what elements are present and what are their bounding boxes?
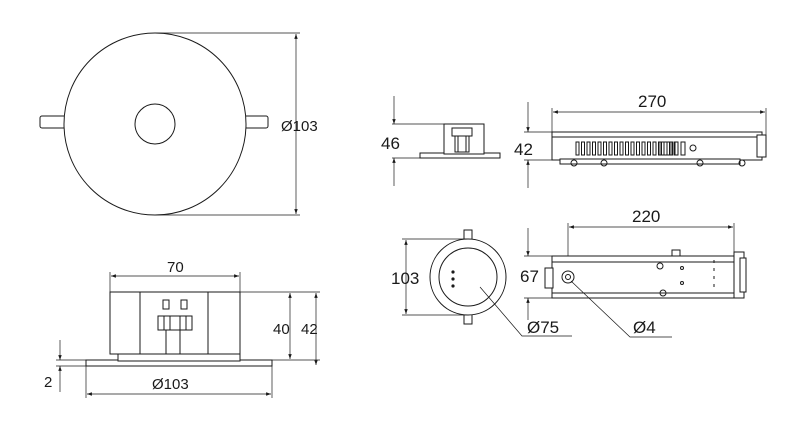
dim-cutout-diameter: Ø75: [527, 318, 559, 337]
base-plate-view: 220 67 Ø4: [520, 207, 747, 338]
small-side-view: 46: [381, 96, 501, 186]
front-housing: [109, 291, 241, 355]
vent-slot: [673, 141, 679, 156]
dim-front-inner-height: 40: [273, 321, 290, 338]
cutout-circle: [438, 247, 498, 307]
vent-slot: [652, 141, 657, 156]
vent-slot: [614, 141, 618, 156]
dim-top-diameter: Ø103: [281, 118, 318, 135]
vent-slot: [625, 141, 629, 156]
leader-hole: [570, 280, 672, 338]
dim-hole-diameter: Ø4: [633, 318, 656, 337]
housing-block: [443, 123, 485, 155]
vent-slot: [647, 141, 651, 156]
dim-flange-thickness: 2: [44, 374, 52, 391]
long-housing: [551, 131, 763, 161]
vent-slot: [636, 141, 640, 156]
dim-front-outer-height: 42: [301, 321, 318, 338]
dim-long-height: 42: [514, 140, 533, 159]
dim-base-height: 67: [520, 267, 539, 286]
dim-long-length: 270: [638, 92, 666, 111]
round-bottom-view: 103 Ø75: [391, 229, 572, 337]
dim-small-height: 46: [381, 134, 400, 153]
top-round-view: Ø103: [39, 32, 318, 216]
vent-slots: [575, 141, 686, 156]
vent-slot: [641, 141, 646, 156]
center-lens: [134, 103, 176, 145]
mount-hole: [561, 270, 575, 284]
vent-slot: [592, 141, 596, 156]
dim-flange-diameter: Ø103: [152, 376, 189, 393]
body-outline: [63, 32, 247, 216]
vent-slot: [597, 141, 602, 156]
front-view: 70 40 42 2 Ø103: [44, 259, 320, 398]
vent-slot: [680, 141, 686, 156]
vent-slot: [586, 141, 591, 156]
vent-slot: [575, 141, 580, 156]
vent-slot: [659, 141, 665, 156]
vent-slot: [608, 141, 613, 156]
vent-slot: [630, 141, 635, 156]
leader-cutout: [479, 286, 572, 337]
base-body: [551, 255, 735, 299]
dim-round-diameter: 103: [391, 269, 419, 288]
vent-slot: [603, 141, 607, 156]
dim-base-length: 220: [632, 207, 660, 226]
screw-head: [689, 144, 697, 152]
vent-slot: [581, 141, 585, 156]
vent-slot: [666, 141, 672, 156]
vent-slot: [619, 141, 624, 156]
dim-front-width: 70: [167, 259, 184, 276]
long-side-view: 270 42: [514, 92, 767, 188]
